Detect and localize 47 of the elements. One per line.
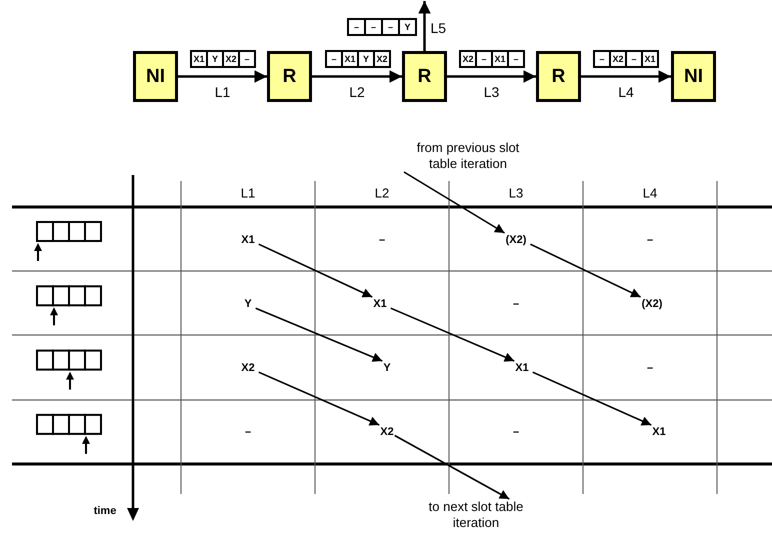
empty-slot-mark: – (244, 426, 252, 438)
router-box: R (536, 51, 581, 102)
router-box: NI (671, 51, 716, 102)
column-header: L2 (374, 186, 390, 200)
arrow (390, 307, 515, 362)
flit-label: X1 (240, 233, 256, 247)
column-header: L3 (508, 186, 524, 200)
arrow (178, 70, 267, 83)
flit-label: X1 (514, 361, 530, 375)
arrow (447, 70, 536, 83)
column-header: L1 (240, 186, 256, 200)
empty-slot-mark: – (512, 426, 520, 438)
arrow (532, 371, 652, 426)
column-header: L4 (642, 186, 658, 200)
edge-label: L5 (430, 20, 448, 36)
iteration-note: from previous slot table iteration (404, 140, 532, 172)
arrow (312, 70, 402, 83)
slot-cell: X1 (641, 50, 659, 68)
flit-label: X2 (240, 361, 256, 375)
empty-slot-mark: – (646, 234, 654, 246)
slot-cell: X2 (373, 50, 391, 68)
slot-cell: – (507, 50, 525, 68)
arrow (418, 1, 431, 51)
empty-slot-mark: – (512, 298, 520, 310)
flit-label: Y (243, 297, 253, 311)
arrow (258, 243, 373, 298)
flit-label: Y (382, 361, 392, 375)
flit-label: (X2) (640, 297, 664, 311)
router-box: R (267, 51, 312, 102)
flit-label: X2 (379, 425, 395, 439)
arrow (258, 371, 380, 426)
router-box: NI (133, 51, 178, 102)
axis-label: time (94, 505, 116, 517)
empty-slot-mark: – (378, 234, 386, 246)
arrow (404, 171, 506, 234)
arrow (255, 307, 383, 362)
arrow (581, 70, 671, 83)
arrow (530, 243, 641, 298)
slot-cell: – (238, 50, 256, 68)
flit-label: X1 (651, 425, 667, 439)
flit-label: (X2) (504, 233, 528, 247)
iteration-note: to next slot table iteration (412, 499, 540, 531)
arrow (394, 434, 510, 500)
router-box: R (402, 51, 447, 102)
flit-label: X1 (372, 297, 388, 311)
empty-slot-mark: – (646, 362, 654, 374)
slot-cell: Y (398, 18, 417, 36)
